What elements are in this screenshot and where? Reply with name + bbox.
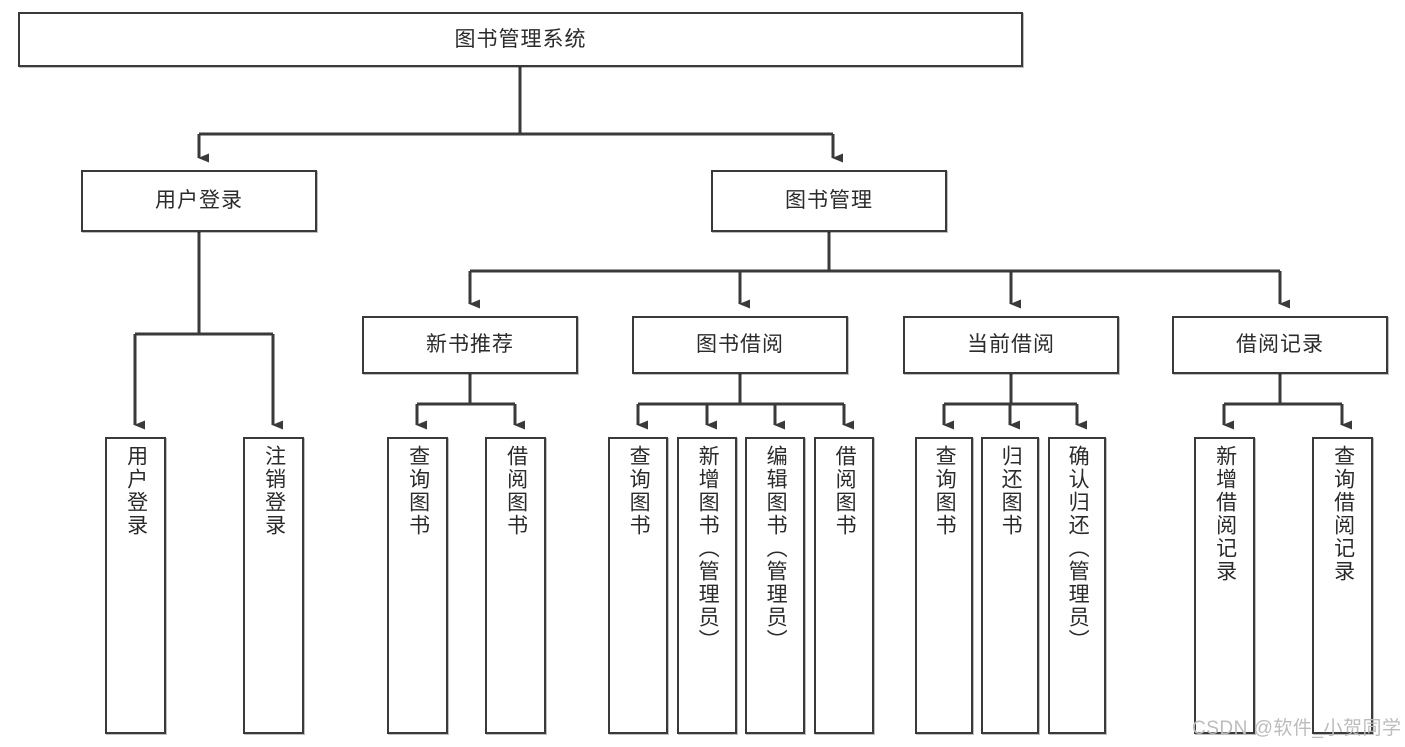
csdn-watermark: CSDN @软件_小贺同学 [1192,718,1402,739]
leaf-return-book[interactable]: 归还图书 [981,437,1039,734]
leaf-borrow-book-recommend-label: 借阅图书 [504,445,528,537]
node-book-borrow[interactable]: 图书借阅 [632,316,848,374]
leaf-lend-book-label: 借阅图书 [833,445,857,537]
leaf-logout-label: 注销登录 [262,445,286,537]
leaf-confirm-return-admin-label: 确认归还（管理员） [1066,445,1090,652]
leaf-user-login[interactable]: 用户登录 [105,437,166,734]
leaf-edit-book-admin[interactable]: 编辑图书（管理员） [745,437,805,734]
leaf-query-book-current-label: 查询图书 [933,445,957,537]
leaf-query-borrow-record-label: 查询借阅记录 [1331,445,1355,583]
leaf-confirm-return-admin[interactable]: 确认归还（管理员） [1048,437,1106,734]
leaf-borrow-book-recommend[interactable]: 借阅图书 [485,437,546,734]
node-new-book-recommend-label: 新书推荐 [426,333,514,357]
leaf-user-login-label: 用户登录 [124,445,148,537]
leaf-query-book-recommend[interactable]: 查询图书 [387,437,448,734]
node-root[interactable]: 图书管理系统 [18,12,1023,67]
leaf-add-borrow-record[interactable]: 新增借阅记录 [1194,437,1255,734]
leaf-query-book-current[interactable]: 查询图书 [915,437,973,734]
node-borrow-records-label: 借阅记录 [1236,333,1324,357]
leaf-lend-book[interactable]: 借阅图书 [814,437,874,734]
leaf-add-borrow-record-label: 新增借阅记录 [1213,445,1237,583]
leaf-logout[interactable]: 注销登录 [243,437,304,734]
node-current-borrow-label: 当前借阅 [967,333,1055,357]
leaf-return-book-label: 归还图书 [999,445,1023,537]
node-new-book-recommend[interactable]: 新书推荐 [362,316,578,374]
leaf-query-book-recommend-label: 查询图书 [406,445,430,537]
node-root-label: 图书管理系统 [454,27,587,51]
node-book-management-label: 图书管理 [785,189,873,213]
leaf-add-book-admin-label: 新增图书（管理员） [696,445,720,652]
node-borrow-records[interactable]: 借阅记录 [1172,316,1388,374]
leaf-add-book-admin[interactable]: 新增图书（管理员） [677,437,737,734]
leaf-query-book-borrow[interactable]: 查询图书 [608,437,668,734]
node-book-borrow-label: 图书借阅 [696,333,784,357]
node-current-borrow[interactable]: 当前借阅 [903,316,1119,374]
leaf-edit-book-admin-label: 编辑图书（管理员） [764,445,788,652]
leaf-query-book-borrow-label: 查询图书 [627,445,651,537]
node-user-login-label: 用户登录 [155,189,243,213]
node-book-management[interactable]: 图书管理 [711,170,947,232]
leaf-query-borrow-record[interactable]: 查询借阅记录 [1312,437,1373,734]
node-user-login[interactable]: 用户登录 [81,170,317,232]
